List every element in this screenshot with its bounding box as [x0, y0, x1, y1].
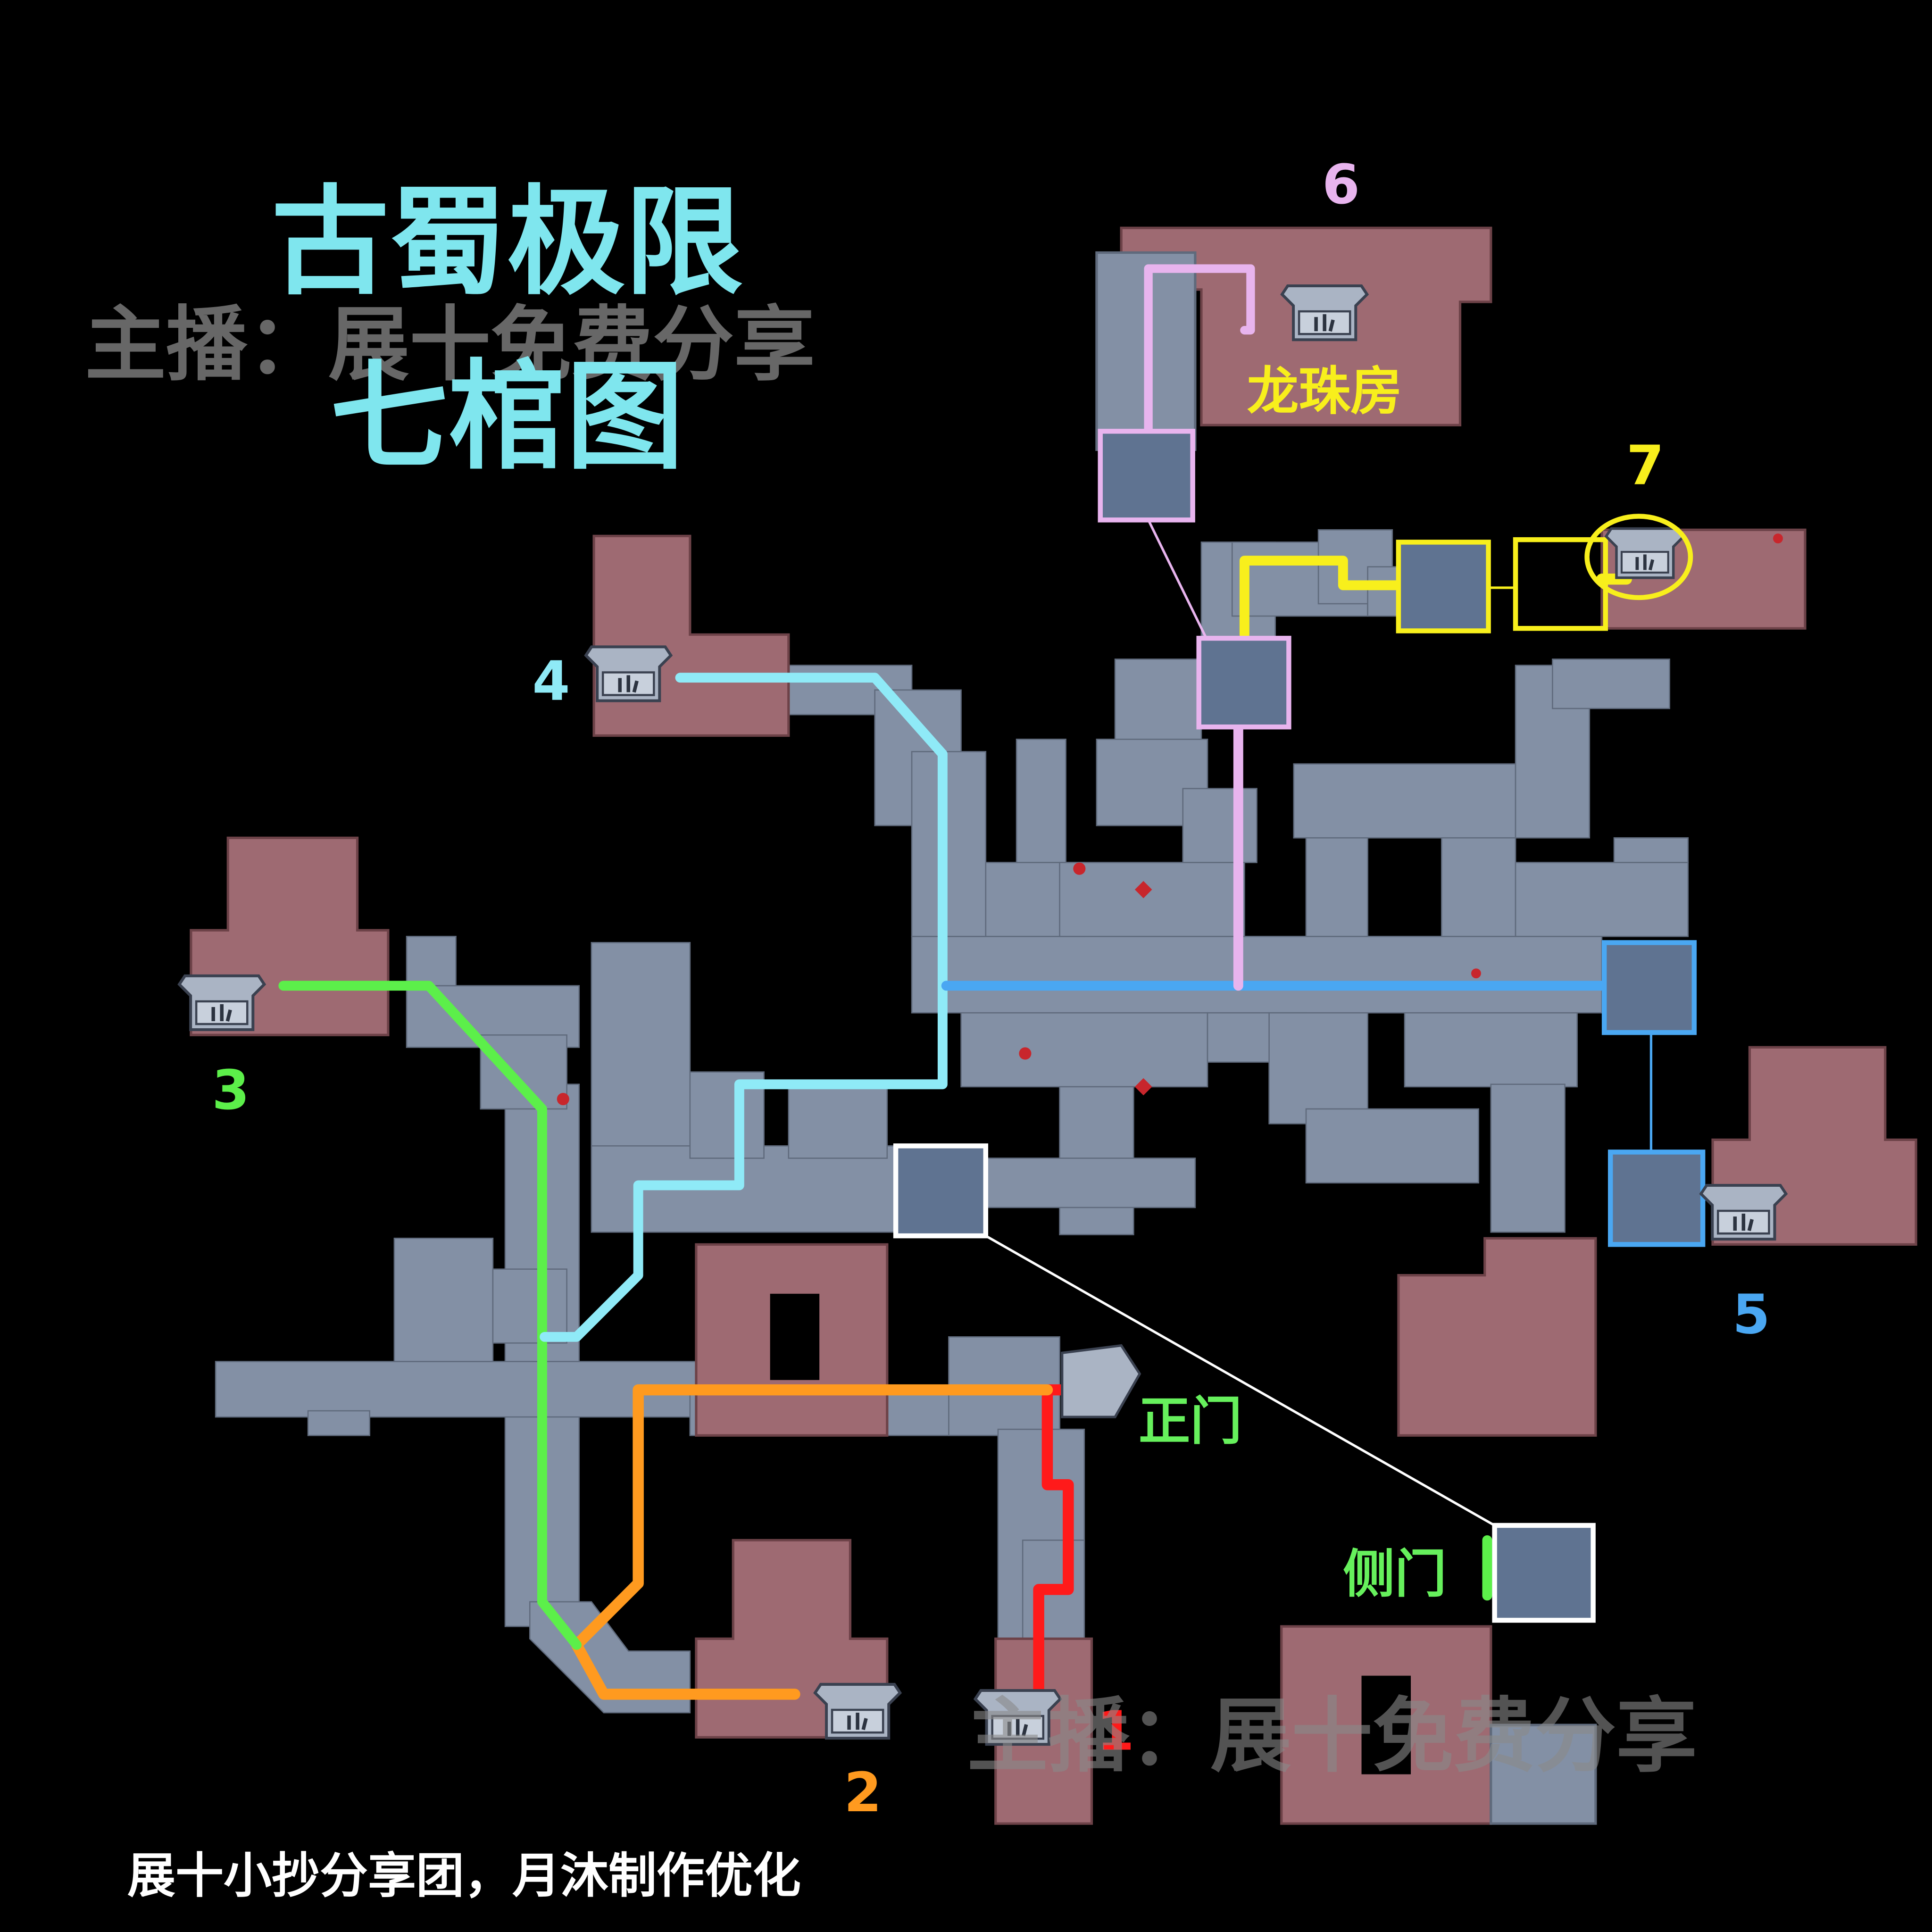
route-3 — [278, 981, 582, 1650]
coffin-5[interactable] — [1701, 1185, 1786, 1239]
coffin-7[interactable] — [1606, 529, 1684, 578]
main-gate-label: 正门 — [1139, 1391, 1242, 1451]
stair-markers — [893, 429, 1706, 1623]
side-gate-label: 侧门 — [1343, 1544, 1446, 1604]
route-7 — [1239, 556, 1404, 640]
corridor-layer — [215, 529, 1689, 1714]
watermark-top: 主播：展十免费分享 — [85, 297, 815, 392]
coffin-number-5: 5 — [1732, 1283, 1770, 1346]
coffin-3[interactable] — [179, 976, 264, 1030]
coffin-number-4: 4 — [532, 650, 570, 713]
route-4 — [540, 673, 948, 1342]
map-title-line2: 七棺图 — [330, 348, 684, 485]
coffin-number-7: 7 — [1626, 434, 1664, 498]
dragon-pearl-room-label: 龙珠房 — [1247, 361, 1402, 421]
coffin-number-labels: 1 2 3 4 5 6 7 — [212, 153, 1770, 1824]
gate-door-icon — [1061, 1344, 1141, 1418]
credit-text: 展十小抄分享团，月沐制作优化 — [127, 1848, 801, 1904]
coffin-number-1: 1 — [1097, 1699, 1134, 1763]
coffin-7-highlight — [1584, 514, 1693, 600]
coffin-4[interactable] — [586, 647, 671, 700]
routes — [278, 264, 1737, 1706]
coffin-number-2: 2 — [844, 1761, 882, 1824]
watermark-bottom: 主播：展十免费分享 — [967, 1689, 1697, 1783]
route-2 — [571, 1384, 1053, 1700]
coffin-6[interactable] — [1282, 286, 1367, 340]
ornaments — [557, 533, 1783, 1106]
coffin-number-6: 6 — [1322, 153, 1360, 217]
coffin-number-3: 3 — [212, 1059, 250, 1122]
map-title-line1: 古蜀极限 — [271, 174, 743, 311]
coffin-2[interactable] — [815, 1684, 900, 1738]
